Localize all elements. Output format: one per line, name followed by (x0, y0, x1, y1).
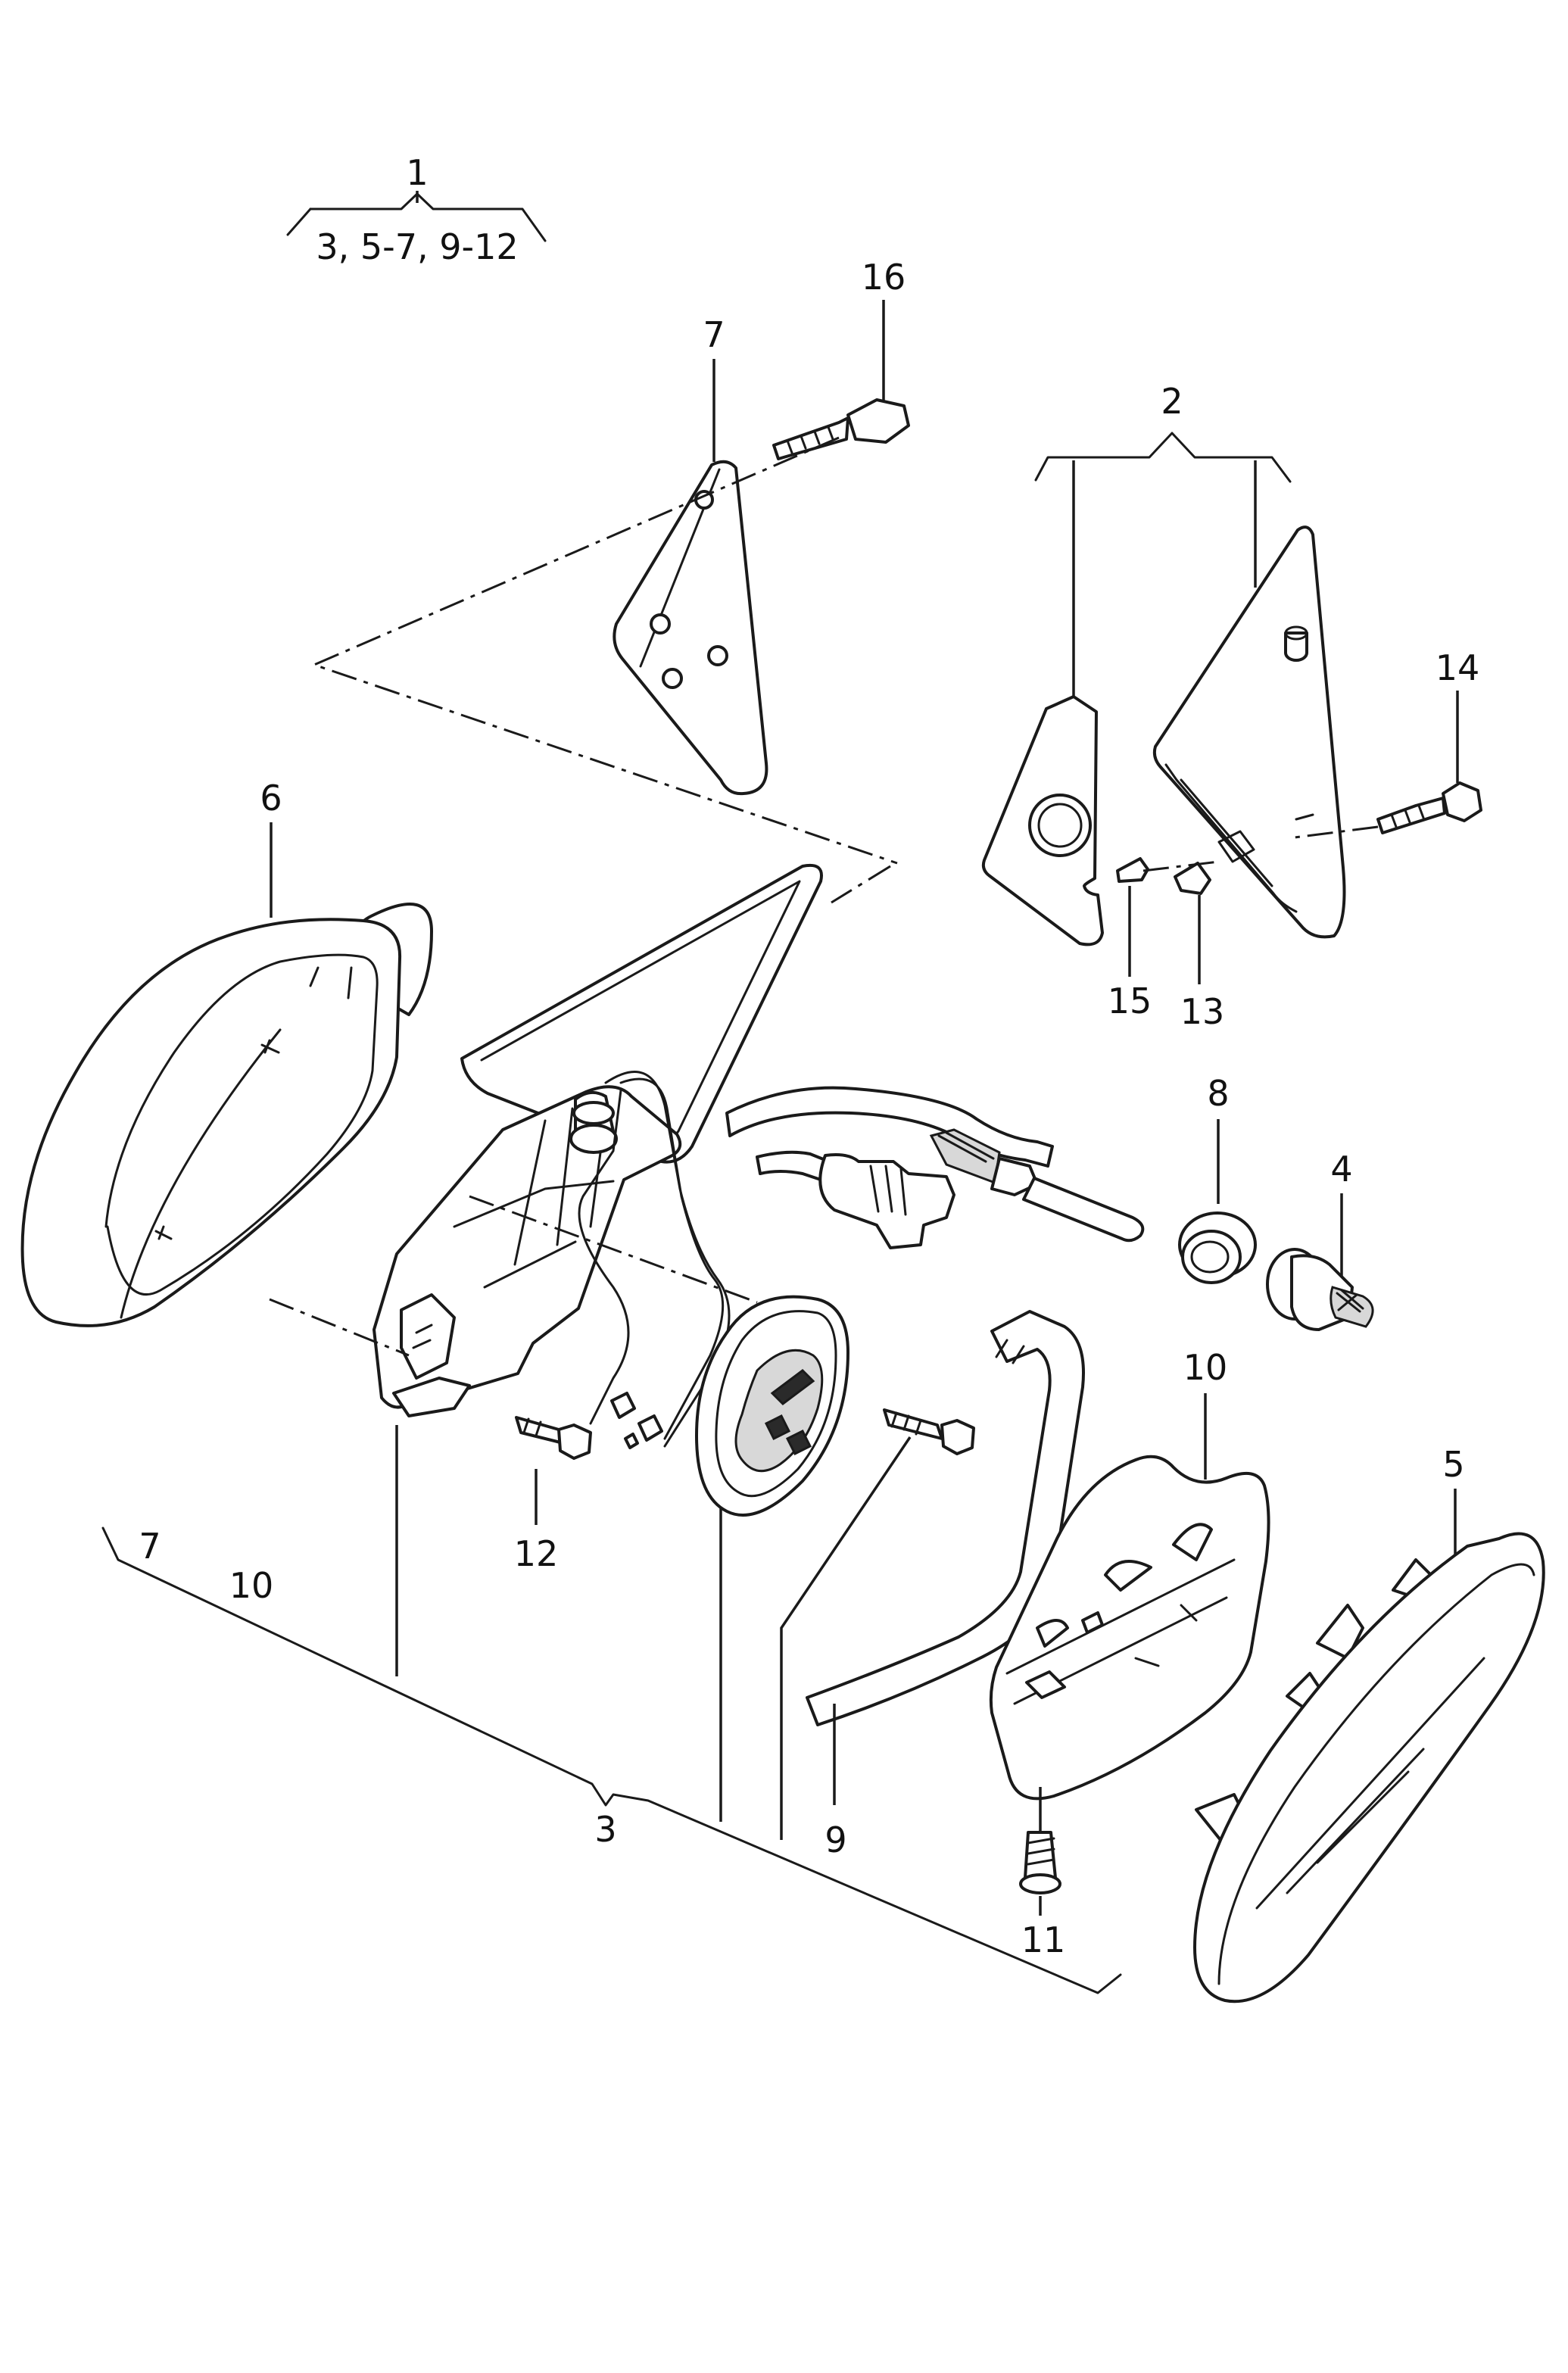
label-3: 3 (594, 1809, 616, 1850)
label-3-sub-7: 7 (139, 1526, 161, 1567)
motor-wires (578, 1071, 731, 1449)
label-9: 9 (825, 1820, 846, 1860)
label-8: 8 (1207, 1073, 1229, 1114)
construction-line-e (469, 1195, 758, 1304)
label-11: 11 (1021, 1919, 1066, 1960)
clip-13: 13 (1174, 862, 1225, 1032)
label-4: 4 (1330, 1149, 1352, 1190)
group-bracket-1: 1 3, 5-7, 9-12 (286, 152, 547, 267)
label-5: 5 (1442, 1444, 1464, 1485)
cover-2-small (981, 695, 1104, 946)
mirror-glass-5: 5 (1193, 1444, 1545, 2003)
frame-carrier (373, 1085, 682, 1417)
cover-2-large (1152, 525, 1346, 939)
screw-14: 14 (1294, 647, 1482, 839)
screw-motor (883, 1408, 975, 1455)
adjuster-motor (695, 1295, 849, 1517)
screw-16: 16 (772, 257, 910, 460)
base-plate-7: 7 (613, 314, 768, 796)
label-13: 13 (1180, 991, 1225, 1032)
screw-11: 11 (1019, 1831, 1066, 1960)
label-1-sublist: 3, 5-7, 9-12 (316, 226, 518, 267)
label-16: 16 (862, 257, 906, 298)
label-15: 15 (1108, 981, 1152, 1021)
construction-line-d (269, 1298, 410, 1357)
lower-cover-10: 10 (989, 1347, 1270, 1848)
label-3-sub-10: 10 (229, 1565, 274, 1606)
label-12: 12 (514, 1533, 559, 1574)
construction-line-a (310, 436, 898, 865)
lamp-4: 4 (1266, 1149, 1374, 1331)
screw-12: 12 (514, 1416, 592, 1574)
wiring-harness (725, 1086, 1145, 1249)
label-10: 10 (1183, 1347, 1228, 1388)
housing-shell-6: 6 (20, 778, 433, 1327)
label-14: 14 (1436, 647, 1480, 688)
construction-line-c (1142, 860, 1220, 872)
group-bracket-3: 7 10 3 (101, 1425, 1122, 1994)
label-1: 1 (406, 152, 428, 193)
clip-15: 15 (1108, 857, 1152, 1021)
label-6: 6 (260, 778, 282, 819)
grommet-8: 8 (1178, 1073, 1257, 1284)
label-2: 2 (1161, 381, 1183, 422)
label-7: 7 (703, 314, 725, 355)
group-bracket-2: 2 (1034, 381, 1292, 697)
construction-line-b (831, 865, 891, 904)
